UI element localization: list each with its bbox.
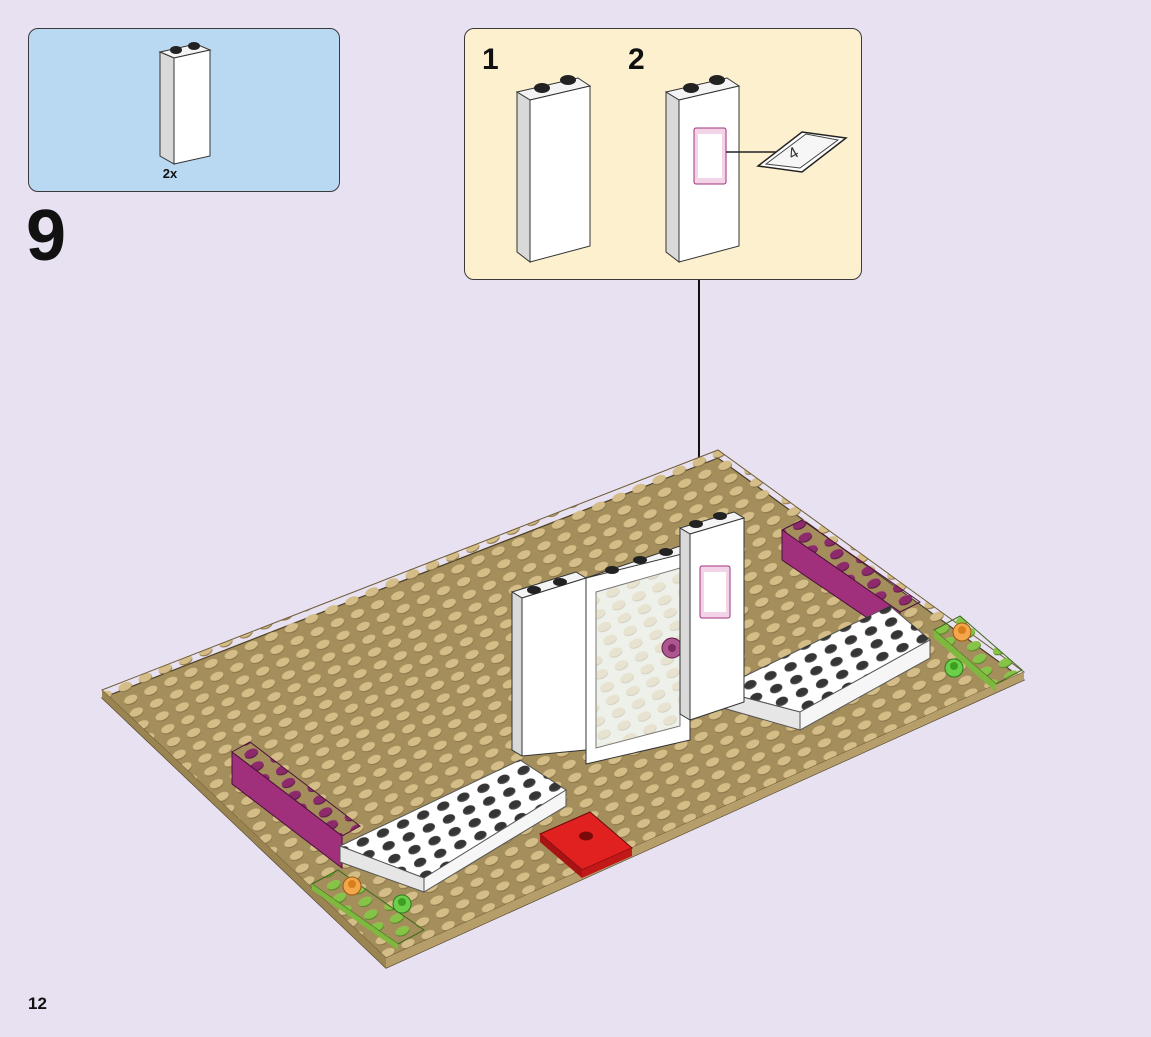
white-brick-with-sticker-icon <box>664 75 788 264</box>
magenta-brick-left <box>231 741 361 870</box>
flower-green-right <box>944 658 964 678</box>
substep-2-label: 2 <box>628 43 645 76</box>
parts-count: 2x <box>162 166 178 181</box>
white-curved-wall-left <box>338 759 567 893</box>
substep-1-label: 1 <box>482 43 499 76</box>
flower-orange-left <box>342 876 362 896</box>
lime-plate-left <box>311 869 425 950</box>
sticker-sheet-icon: 4 <box>756 131 848 173</box>
white-brick-left-pillar <box>510 571 588 757</box>
white-brick-1x2x5-icon <box>158 42 212 165</box>
white-curved-wall-right <box>714 605 931 731</box>
page-number: 12 <box>28 994 47 1013</box>
flower-green-left <box>392 894 412 914</box>
white-brick-with-sticker-placed <box>678 511 746 721</box>
flower-orange-right <box>952 622 972 642</box>
door-frame <box>584 545 692 765</box>
red-tile <box>539 811 633 878</box>
white-brick-icon <box>515 75 592 264</box>
step-number: 9 <box>26 196 67 276</box>
